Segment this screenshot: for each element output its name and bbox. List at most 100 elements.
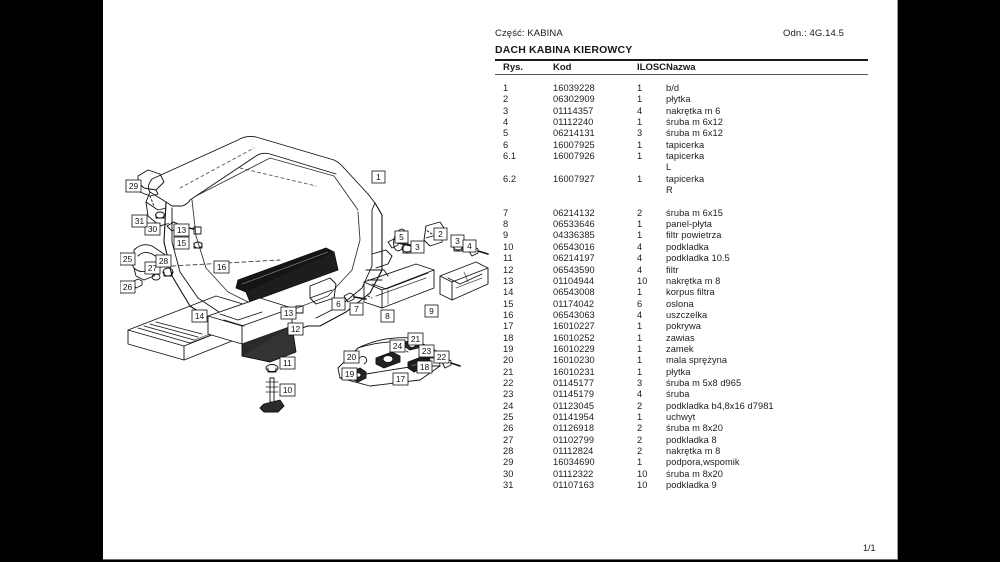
cell-rys: 13 bbox=[503, 275, 514, 286]
callout-18: 18 bbox=[416, 360, 433, 374]
callout-4: 4 bbox=[462, 239, 477, 253]
cell-kod: 16010231 bbox=[553, 366, 595, 377]
svg-text:26: 26 bbox=[123, 282, 133, 292]
callout-15: 15 bbox=[173, 236, 190, 250]
scan-margin-right bbox=[898, 0, 1000, 562]
catalog-page: 1 2 3 3 4 5 6 7 8 9 10 11 12 13 13 14 15 bbox=[103, 0, 898, 560]
cell-ilosc: 1 bbox=[637, 411, 643, 422]
cell-nazwa: panel-płyta bbox=[666, 219, 713, 230]
cell-nazwa: zawias bbox=[666, 332, 695, 343]
cell-kod: 06214132 bbox=[553, 207, 595, 218]
cell-ilosc: 1 bbox=[637, 321, 643, 332]
table-row: 30 01112322 10 śruba m 8x20 bbox=[495, 469, 868, 480]
cell-rys: 16 bbox=[503, 309, 514, 320]
part-label: Część: KABINA bbox=[495, 28, 563, 39]
svg-text:1: 1 bbox=[376, 172, 381, 182]
reference-label: Odn.: 4G.14.5 bbox=[783, 28, 844, 39]
cell-nazwa: podkladka 9 bbox=[666, 480, 717, 491]
page-number: 1/1 bbox=[863, 543, 876, 553]
cell-kod: 16007927 bbox=[553, 173, 595, 184]
cell-rys: 5 bbox=[503, 128, 509, 139]
cell-ilosc: 10 bbox=[637, 275, 648, 286]
cell-nazwa: b/d bbox=[666, 83, 680, 93]
cell-rys: 30 bbox=[503, 468, 514, 479]
cell-rys: 23 bbox=[503, 389, 514, 400]
table-row bbox=[495, 196, 868, 207]
cell-kod: 01112322 bbox=[553, 468, 594, 479]
cell-ilosc: 2 bbox=[637, 423, 643, 434]
cell-nazwa: podkladka bbox=[666, 241, 709, 252]
cell-ilosc: 1 bbox=[637, 117, 643, 128]
svg-text:3: 3 bbox=[415, 242, 420, 252]
callout-31: 31 bbox=[131, 214, 148, 228]
cell-kod: 01104944 bbox=[553, 275, 595, 286]
cell-ilosc: 4 bbox=[637, 241, 643, 252]
cell-rys: 9 bbox=[503, 230, 509, 241]
svg-text:19: 19 bbox=[345, 369, 355, 379]
callout-1: 1 bbox=[371, 170, 386, 184]
svg-text:27: 27 bbox=[148, 263, 158, 273]
cell-rys: 4 bbox=[503, 117, 509, 128]
callout-14: 14 bbox=[191, 309, 208, 323]
cell-nazwa: śruba bbox=[666, 389, 690, 400]
cell-kod: 16010230 bbox=[553, 355, 595, 366]
cell-rys: 11 bbox=[503, 253, 513, 264]
table-header-row: Rys. Kod ILOSC Nazwa bbox=[495, 61, 868, 74]
cell-rys: 22 bbox=[503, 377, 514, 388]
cell-kod: 01174042 bbox=[553, 298, 595, 309]
cell-rys: 14 bbox=[503, 287, 514, 298]
cell-rys: 12 bbox=[503, 264, 514, 275]
cell-nazwa: nakrętka m 8 bbox=[666, 446, 721, 456]
page-title: DACH KABINA KIEROWCY bbox=[495, 44, 633, 56]
cell-rys: 7 bbox=[503, 207, 509, 218]
column-header-nazwa: Nazwa bbox=[666, 62, 696, 73]
cell-nazwa: nakrętka m 6 bbox=[666, 105, 721, 116]
cell-kod: 16010252 bbox=[553, 332, 595, 343]
svg-text:12: 12 bbox=[291, 324, 301, 334]
cell-ilosc: 10 bbox=[637, 468, 648, 479]
header-rule-top bbox=[495, 59, 868, 61]
callout-layer: 1 2 3 3 4 5 6 7 8 9 10 11 12 13 13 14 15 bbox=[120, 170, 477, 397]
cell-kod: 16007925 bbox=[553, 139, 595, 150]
svg-text:13: 13 bbox=[284, 308, 294, 318]
cell-kod: 06543063 bbox=[553, 309, 595, 320]
cell-rys: 26 bbox=[503, 423, 514, 434]
cell-rys: 8 bbox=[503, 219, 509, 230]
svg-text:14: 14 bbox=[195, 311, 205, 321]
callout-16: 16 bbox=[213, 260, 230, 274]
cell-nazwa: podkladka 10.5 bbox=[666, 253, 730, 264]
cell-rys: 18 bbox=[503, 332, 514, 343]
svg-text:3: 3 bbox=[455, 236, 460, 246]
cell-kod: 06214131 bbox=[553, 128, 595, 139]
cell-nazwa: uszczelka bbox=[666, 309, 708, 320]
cell-ilosc: 1 bbox=[637, 355, 643, 366]
callout-10: 10 bbox=[279, 383, 296, 397]
column-header-ilosc: ILOSC bbox=[637, 62, 667, 73]
callout-26: 26 bbox=[120, 280, 136, 294]
cell-kod: 01114357 bbox=[553, 105, 594, 116]
cell-rys: 28 bbox=[503, 446, 514, 456]
svg-text:29: 29 bbox=[129, 181, 139, 191]
cell-nazwa: śruba m 8x20 bbox=[666, 468, 723, 479]
column-header-kod: Kod bbox=[553, 62, 572, 73]
cell-ilosc: 1 bbox=[637, 219, 643, 230]
callout-6: 6 bbox=[331, 297, 346, 311]
cell-rys: 27 bbox=[503, 434, 514, 445]
cell-rys: 17 bbox=[503, 321, 514, 332]
column-header-rys: Rys. bbox=[503, 62, 524, 73]
cell-kod: 01141954 bbox=[553, 411, 595, 422]
svg-text:28: 28 bbox=[159, 256, 169, 266]
